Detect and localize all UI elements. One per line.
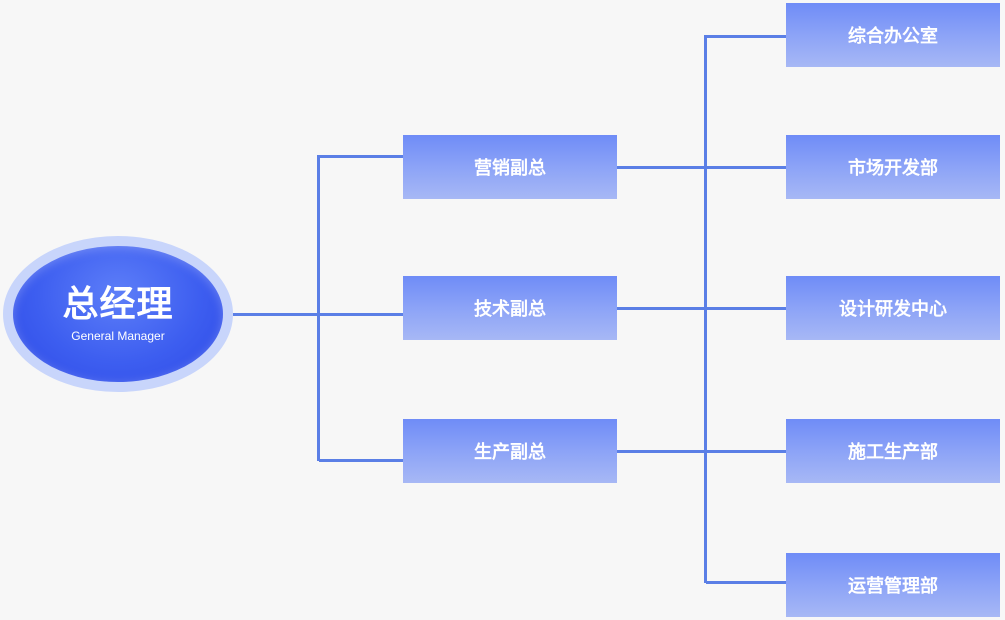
- connector-to-marketing: [319, 155, 403, 158]
- office-node: 综合办公室: [786, 3, 1000, 67]
- root-node-subtitle: General Manager: [71, 329, 165, 343]
- connector-technical-to-design: [617, 307, 786, 310]
- connector-to-office: [706, 35, 786, 38]
- technical-vp-node: 技术副总: [403, 276, 617, 340]
- construction-production-label: 施工生产部: [848, 442, 938, 463]
- production-vp-node: 生产副总: [403, 419, 617, 483]
- connector-to-technical: [319, 313, 403, 316]
- construction-production-node: 施工生产部: [786, 419, 1000, 483]
- market-development-node: 市场开发部: [786, 135, 1000, 199]
- operations-management-node: 运营管理部: [786, 553, 1000, 617]
- connector-marketing-to-market: [617, 166, 786, 169]
- connector-middle-vertical: [317, 155, 320, 461]
- root-node: [13, 246, 223, 382]
- production-vp-label: 生产副总: [474, 442, 546, 463]
- office-label: 综合办公室: [848, 26, 938, 47]
- design-rd-center-label: 设计研发中心: [839, 299, 947, 320]
- connector-root-to-middle: [233, 313, 319, 316]
- connector-to-operations: [706, 581, 786, 584]
- design-rd-center-node: 设计研发中心: [786, 276, 1000, 340]
- connector-production-to-construction: [617, 450, 786, 453]
- root-node-title: 总经理: [62, 284, 174, 325]
- technical-vp-label: 技术副总: [474, 299, 546, 320]
- market-development-label: 市场开发部: [848, 158, 938, 179]
- marketing-vp-node: 营销副总: [403, 135, 617, 199]
- marketing-vp-label: 营销副总: [474, 158, 546, 179]
- connector-to-production: [319, 459, 403, 462]
- operations-management-label: 运营管理部: [848, 576, 938, 597]
